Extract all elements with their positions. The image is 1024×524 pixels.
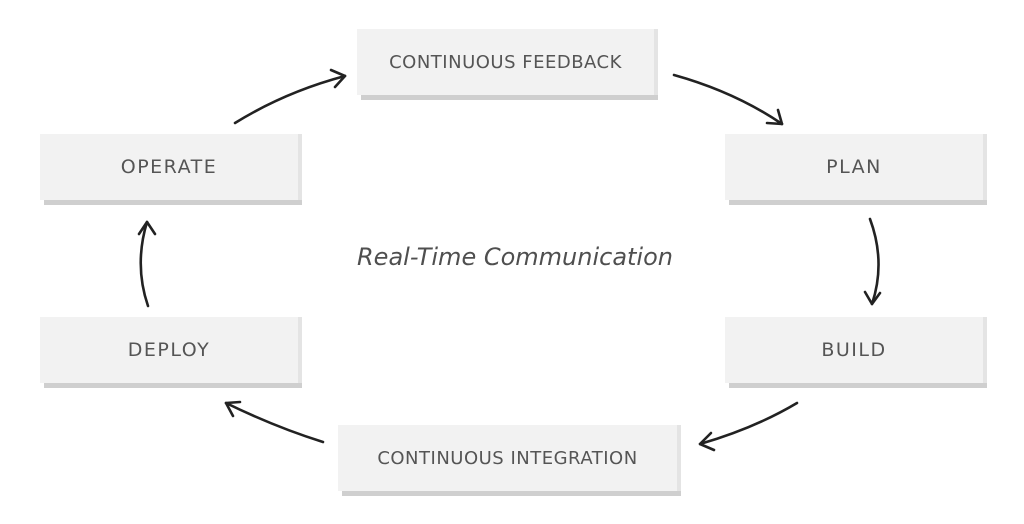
arrow-integration-to-deploy bbox=[224, 400, 325, 444]
node-deploy: DEPLOY bbox=[40, 317, 302, 383]
node-operate: OPERATE bbox=[40, 134, 302, 200]
center-label: Real-Time Communication bbox=[357, 243, 673, 271]
arrow-feedback-to-plan bbox=[672, 73, 784, 126]
node-continuous-feedback: CONTINUOUS FEEDBACK bbox=[357, 29, 658, 95]
arrow-plan-to-build bbox=[863, 217, 882, 306]
node-label: BUILD bbox=[821, 339, 887, 361]
arrow-build-to-integration bbox=[698, 401, 799, 452]
node-label: CONTINUOUS INTEGRATION bbox=[377, 447, 638, 469]
node-label: DEPLOY bbox=[127, 339, 211, 361]
node-continuous-integration: CONTINUOUS INTEGRATION bbox=[338, 425, 681, 491]
node-label: OPERATE bbox=[120, 156, 218, 178]
node-label: PLAN bbox=[826, 156, 882, 178]
node-label: CONTINUOUS FEEDBACK bbox=[389, 51, 622, 73]
node-build: BUILD bbox=[725, 317, 987, 383]
node-plan: PLAN bbox=[725, 134, 987, 200]
arrow-deploy-to-operate bbox=[137, 220, 157, 308]
arrow-operate-to-feedback bbox=[233, 68, 347, 125]
